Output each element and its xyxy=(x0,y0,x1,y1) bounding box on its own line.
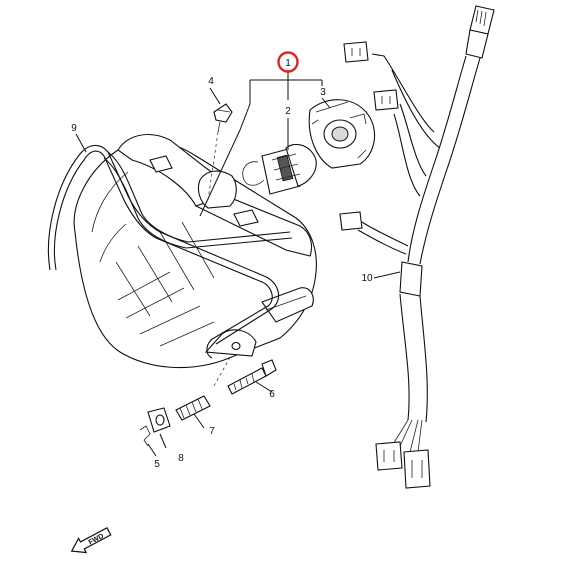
screw-4 xyxy=(213,103,233,133)
callout-8: 8 xyxy=(178,453,184,464)
headlight-assembly xyxy=(47,134,317,369)
fwd-arrow-icon xyxy=(70,527,112,554)
callout-4: 4 xyxy=(208,76,214,87)
fwd-label: FWD xyxy=(88,533,105,547)
callout-2: 2 xyxy=(285,106,291,117)
callout-5: 5 xyxy=(154,459,160,470)
fwd-badge: FWD xyxy=(70,527,112,554)
wire-harness xyxy=(339,5,495,489)
bulb xyxy=(242,143,317,195)
nut-8 xyxy=(147,407,171,433)
callout-10: 10 xyxy=(361,273,373,284)
spring-7 xyxy=(175,395,211,421)
clip-5 xyxy=(139,425,151,447)
callout-9: 9 xyxy=(71,123,77,134)
leader-lines xyxy=(75,72,401,457)
callout-3: 3 xyxy=(320,87,326,98)
callout-6: 6 xyxy=(269,389,275,400)
callout-7: 7 xyxy=(209,426,215,437)
bolt-6 xyxy=(227,359,277,395)
callout-1: 1 xyxy=(285,58,291,69)
callout-1-highlight-ring xyxy=(277,51,299,73)
callouts: 1 2 3 4 5 6 7 8 9 10 xyxy=(71,51,373,470)
bulb-cover xyxy=(308,99,376,169)
